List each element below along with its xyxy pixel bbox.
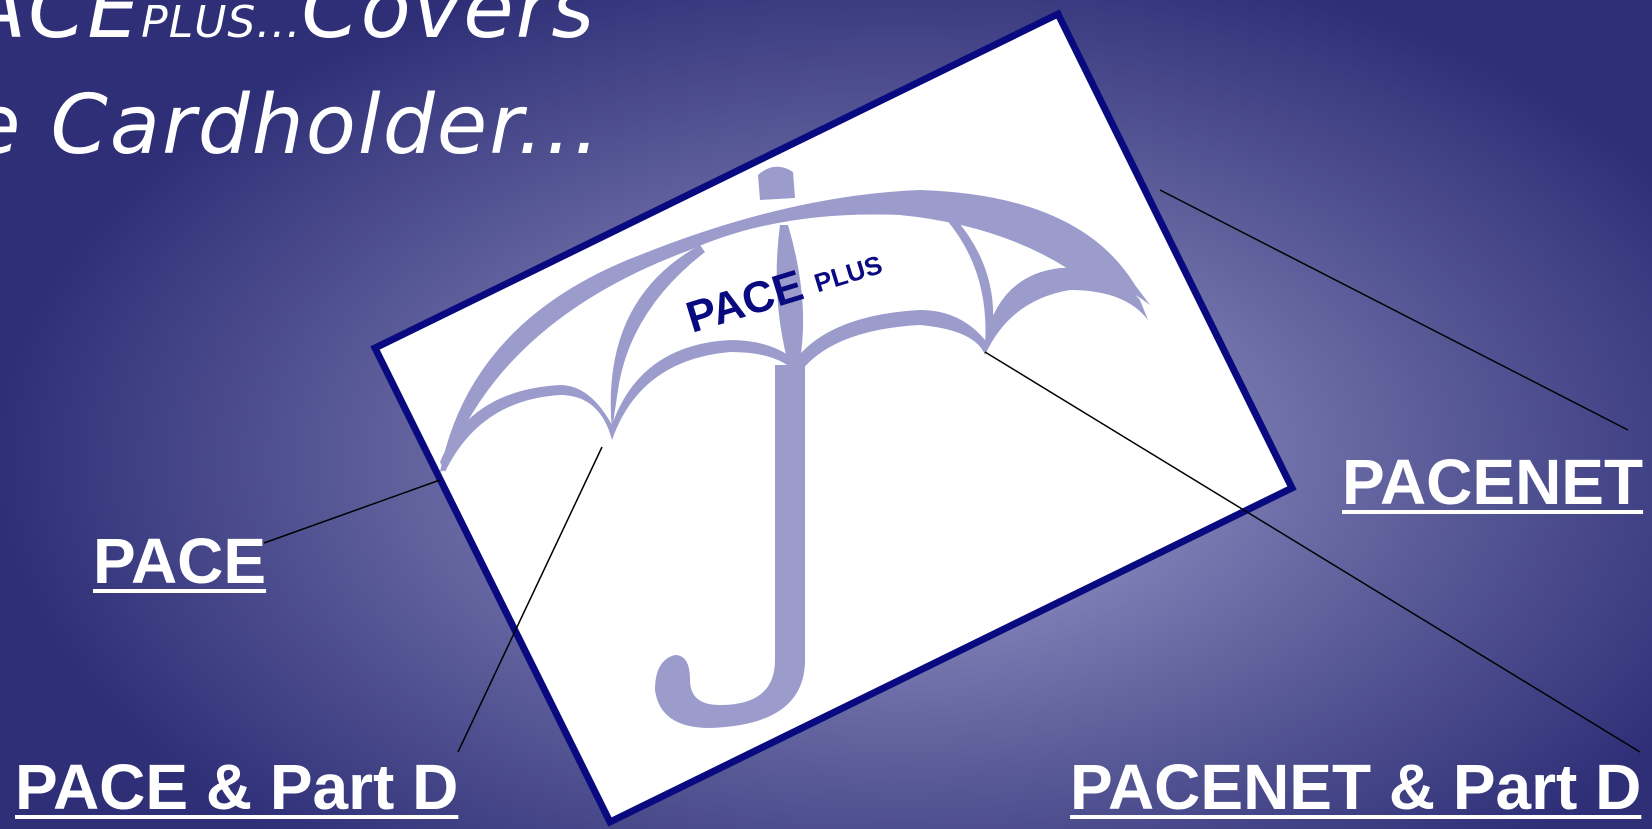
- label-pace: PACE: [93, 524, 266, 598]
- paceplus-card: [375, 14, 1292, 822]
- connector-pace: [264, 480, 440, 543]
- label-pacenet-part-d: PACENET & Part D: [1070, 750, 1641, 824]
- label-pace-part-d: PACE & Part D: [15, 750, 458, 824]
- label-pacenet: PACENET: [1342, 445, 1643, 519]
